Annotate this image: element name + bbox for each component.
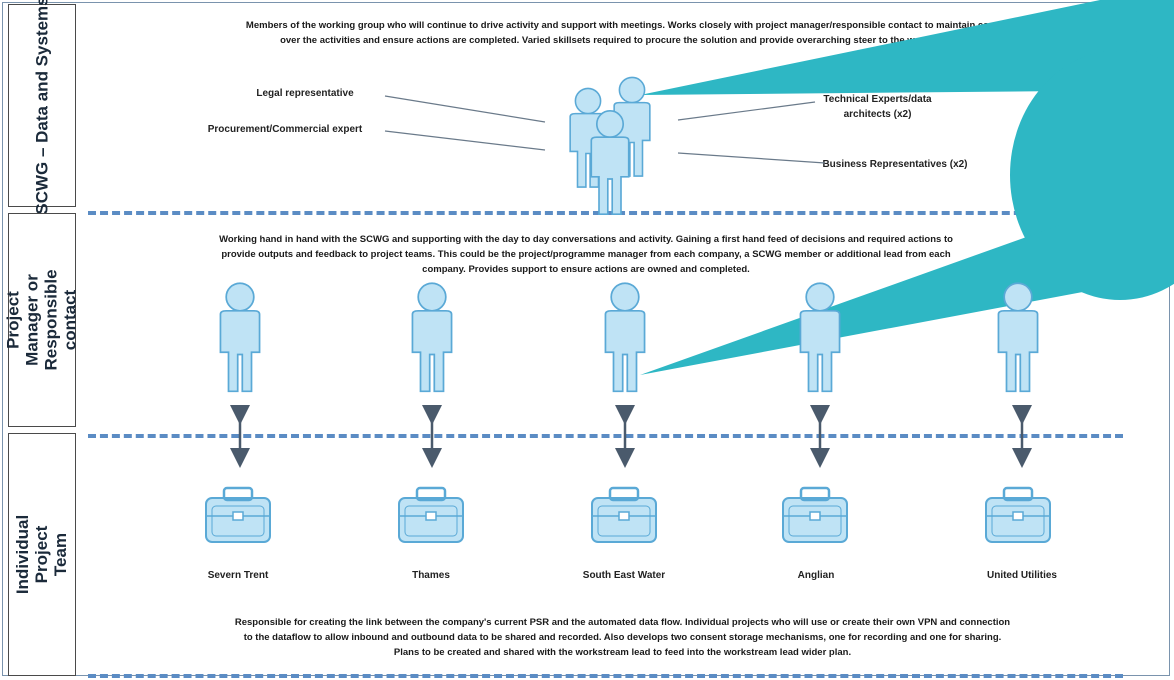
connector-business [677, 152, 826, 164]
section-label-scwg: SCWG – Data and Systems [8, 0, 76, 215]
briefcase-icon [590, 486, 658, 544]
role-legal: Legal representative [256, 88, 354, 99]
team-description: Responsible for creating the link betwee… [80, 615, 1165, 660]
connector-technical [677, 101, 816, 121]
company-name: Thames [412, 570, 450, 581]
scwg-description-line2: over the activities and ensure actions a… [280, 35, 976, 46]
pm-person-icon [604, 282, 646, 393]
company-name: South East Water [582, 570, 666, 581]
callout-pointer [640, 225, 1120, 375]
role-business: Business Representatives (x2) [822, 159, 968, 170]
pm-description-line2: provide outputs and feedback to project … [221, 249, 951, 260]
company-name: Severn Trent [207, 570, 269, 581]
connector-legal [384, 95, 546, 123]
pm-person-icon [997, 282, 1039, 393]
company-name: United Utilities [986, 570, 1057, 581]
team-description-line2: to the dataflow to allow inbound and out… [243, 632, 1002, 643]
section-label-pm: Project Manager or Responsible contact [4, 213, 80, 427]
briefcase-icon [397, 486, 465, 544]
connector-procurement [384, 130, 546, 151]
pm-person-icon [411, 282, 453, 393]
team-description-line3: Plans to be created and shared with the … [393, 647, 852, 658]
briefcase-icons [204, 486, 1052, 544]
pm-description-line3: company. Provides support to ensure acti… [422, 264, 750, 275]
separator-bottom [88, 674, 1123, 678]
briefcase-icon [204, 486, 272, 544]
scwg-description: Members of the working group who will co… [88, 18, 1168, 48]
double-arrows [230, 405, 1032, 468]
role-technical: Technical Experts/data architects (x2) [823, 94, 932, 120]
callout-bubble [640, 0, 1174, 95]
company-name: Anglian [797, 570, 835, 581]
briefcase-icon [984, 486, 1052, 544]
scwg-description-line1: Members of the working group who will co… [245, 20, 1011, 31]
separator-middle [88, 434, 1123, 438]
briefcase-icon [781, 486, 849, 544]
section-label-team: Individual Project Team [8, 433, 76, 676]
team-description-line1: Responsible for creating the link betwee… [234, 617, 1011, 628]
pm-person-icon [799, 282, 841, 393]
role-procurement: Procurement/Commercial expert [207, 124, 363, 135]
pm-description: Working hand in hand with the SCWG and s… [86, 232, 1086, 277]
pm-person-icon [219, 282, 261, 393]
group-people-icon [569, 76, 651, 216]
pm-description-line1: Working hand in hand with the SCWG and s… [219, 234, 953, 245]
